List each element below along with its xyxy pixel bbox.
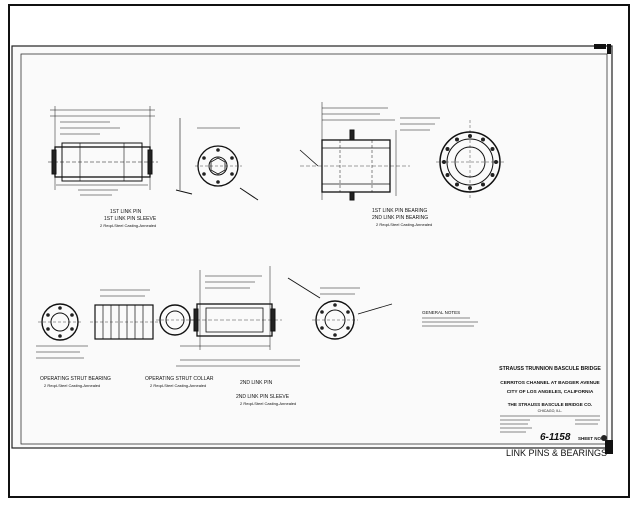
drawing-number: 6-1158 bbox=[540, 432, 571, 443]
general-notes: GENERAL NOTES bbox=[422, 310, 478, 327]
title-line-3: CITY OF LOS ANGELES, CALIFORNIA bbox=[507, 389, 594, 395]
view-link-pin-bearing-flange bbox=[436, 120, 504, 200]
title-line-1: STRAUSS TRUNNION BASCULE BRIDGE bbox=[499, 366, 601, 372]
title-line-4: THE STRAUSS BASCULE BRIDGE CO. bbox=[508, 402, 592, 407]
view-1st-link-pin-end bbox=[175, 118, 259, 201]
view-5-label: 2ND LINK PIN bbox=[240, 380, 273, 386]
view-3-label: OPERATING STRUT BEARING bbox=[40, 376, 111, 382]
caption: LINK PINS & BEARINGS bbox=[506, 448, 607, 458]
view-1-label: 1ST LINK PIN bbox=[110, 209, 142, 215]
view-operating-strut-collar bbox=[156, 266, 321, 367]
view-operating-strut-bearing bbox=[36, 289, 160, 359]
sheet-number-mark bbox=[601, 435, 607, 441]
view-3-spec: 2 Reqd-Steel Casting-Annealed bbox=[44, 383, 100, 388]
view-link-pin-bearing bbox=[299, 102, 440, 201]
view-2-spec: 2 Reqd-Steel Casting-Annealed bbox=[376, 222, 432, 227]
view-5-spec: 2 Reqd-Steel Casting-Annealed bbox=[240, 401, 296, 406]
view-2nd-link-pin bbox=[312, 287, 393, 340]
svg-text:GENERAL NOTES: GENERAL NOTES bbox=[422, 310, 460, 315]
drawing-sheet bbox=[11, 45, 613, 449]
title-line-5: CHICAGO, ILL. bbox=[538, 409, 563, 413]
view-4-label: OPERATING STRUT COLLAR bbox=[145, 376, 214, 382]
view-5-sub: 2ND LINK PIN SLEEVE bbox=[236, 394, 290, 400]
view-2-label: 1ST LINK PIN BEARING bbox=[372, 208, 427, 214]
sheet-inner-border bbox=[20, 53, 608, 445]
view-1-spec: 2 Reqd-Steel Casting-Annealed bbox=[100, 223, 156, 228]
view-4-spec: 2 Reqd-Steel Casting-Annealed bbox=[150, 383, 206, 388]
view-1-sub: 1ST LINK PIN SLEEVE bbox=[104, 216, 157, 222]
title-line-2: CERRITOS CHANNEL AT BADGER AVENUE bbox=[500, 380, 600, 386]
photo-border bbox=[8, 4, 630, 498]
view-2-sub: 2ND LINK PIN BEARING bbox=[372, 215, 428, 221]
title-block: STRAUSS TRUNNION BASCULE BRIDGE CERRITOS… bbox=[499, 366, 607, 443]
view-1st-link-pin bbox=[48, 106, 158, 196]
sheet-label: SHEET NO. bbox=[578, 436, 602, 441]
